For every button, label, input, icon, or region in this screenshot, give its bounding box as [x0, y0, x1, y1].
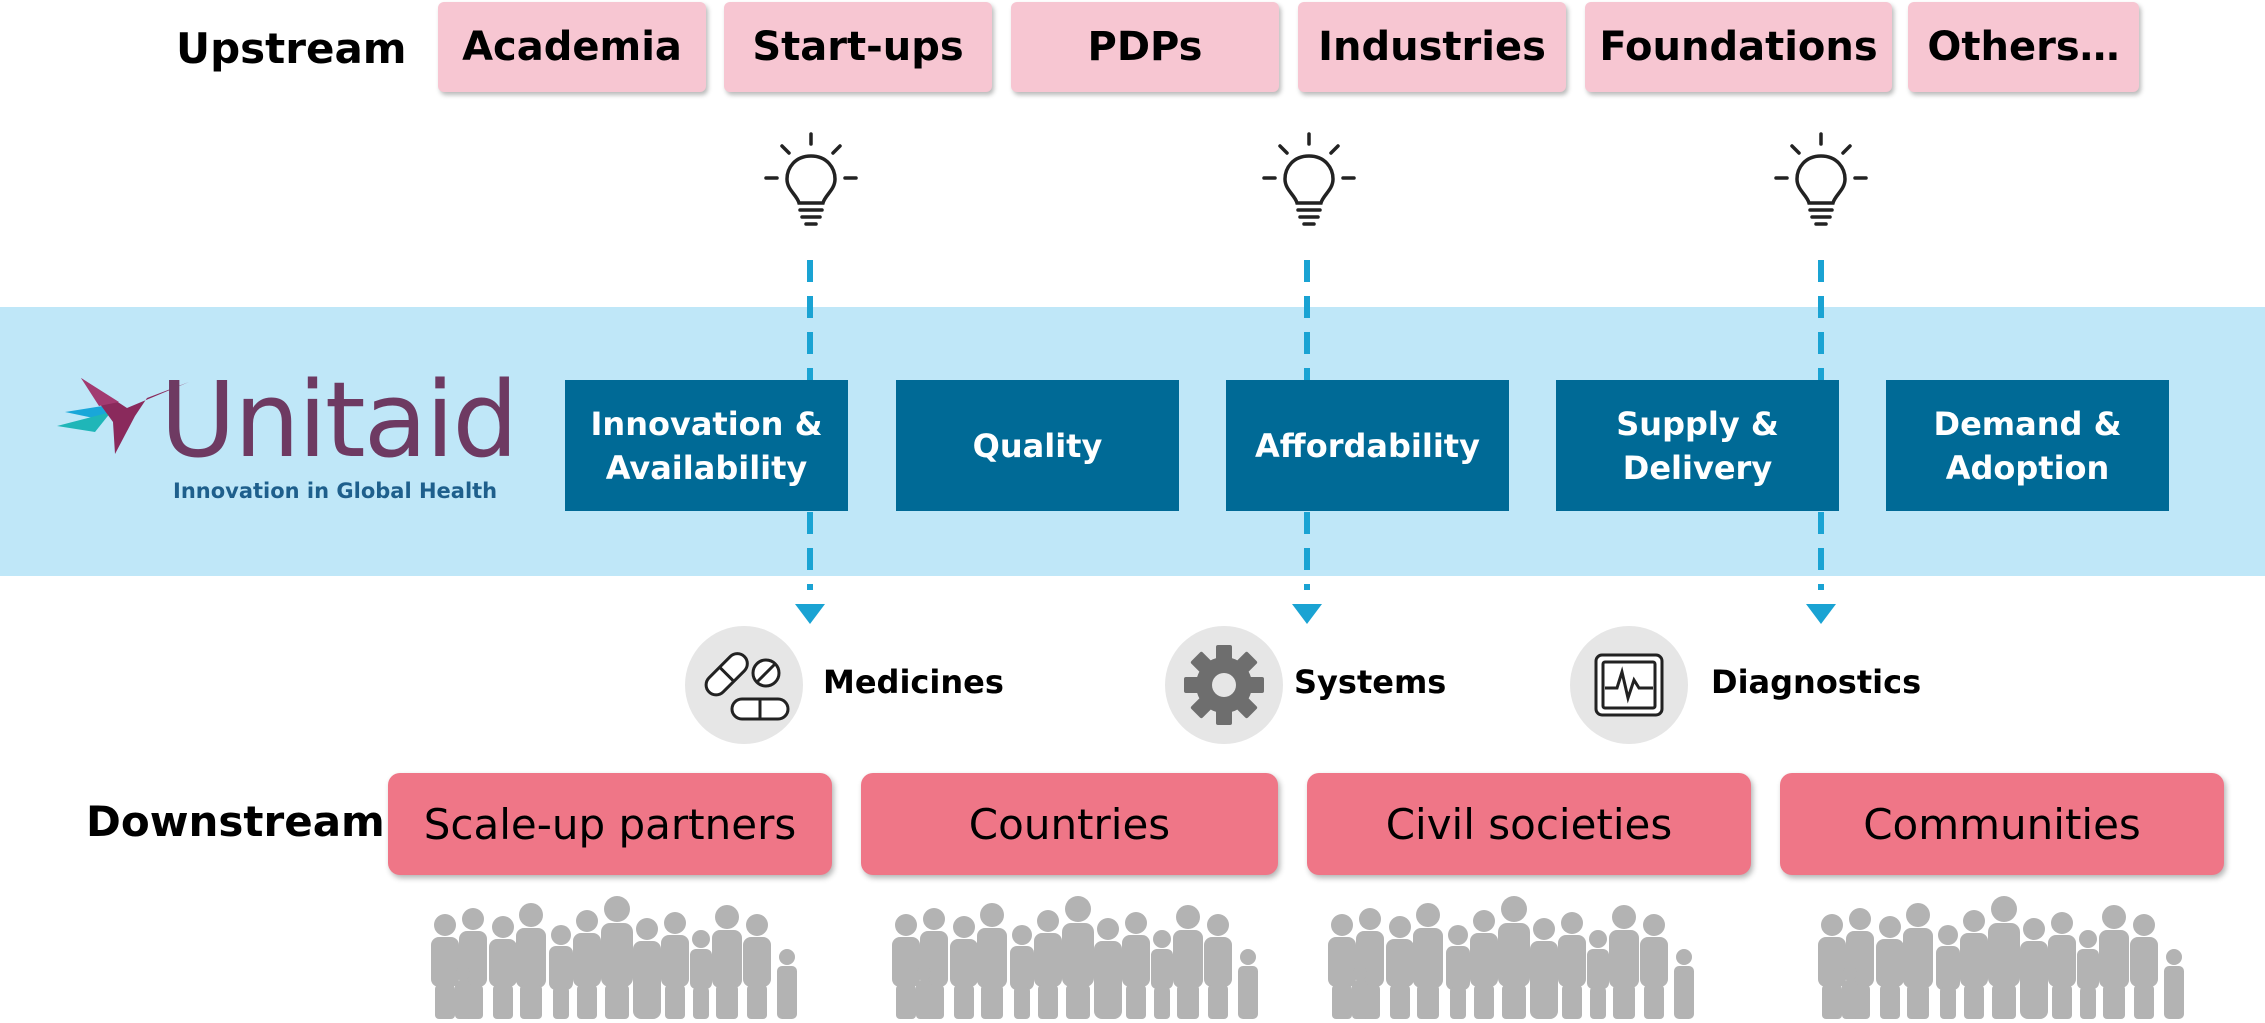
- output-label-medicines: Medicines: [823, 663, 1004, 701]
- downstream-countries: Countries: [861, 773, 1278, 875]
- logo-tagline: Innovation in Global Health: [173, 479, 498, 503]
- medicines-circle: [685, 626, 803, 744]
- output-label-diagnostics: Diagnostics: [1711, 663, 1922, 701]
- people-crowd-icon: [1328, 896, 1694, 1019]
- arrowhead-systems: [1292, 604, 1322, 624]
- systems-circle: [1165, 626, 1283, 744]
- logo-wordmark: Unitaid: [160, 359, 518, 481]
- upstream-start-ups: Start-ups: [724, 2, 992, 92]
- lightbulb-icon: [764, 132, 858, 226]
- downstream-civil-societies: Civil societies: [1307, 773, 1751, 875]
- downstream-scale-up-partners: Scale-up partners: [388, 773, 832, 875]
- bird-logo-icon: [57, 378, 189, 454]
- pillar-supply-delivery: Supply &Delivery: [1556, 380, 1839, 511]
- pillar-demand-adoption: Demand &Adoption: [1886, 380, 2169, 511]
- upstream-industries: Industries: [1298, 2, 1566, 92]
- pills-icon: [704, 652, 790, 721]
- people-crowd-icon: [892, 896, 1258, 1019]
- arrowhead-medicines: [795, 604, 825, 624]
- people-crowd-icon: [1818, 896, 2184, 1019]
- gear-icon: [1184, 645, 1264, 725]
- pillar-innovation-availability: Innovation &Availability: [565, 380, 848, 511]
- monitor-icon: [1594, 653, 1664, 717]
- upstream-academia: Academia: [438, 2, 706, 92]
- people-crowd-icon: [431, 896, 797, 1019]
- upstream-pdps: PDPs: [1011, 2, 1279, 92]
- upstream-others: Others…: [1908, 2, 2139, 92]
- lightbulb-icon: [1774, 132, 1868, 226]
- upstream-foundations: Foundations: [1585, 2, 1892, 92]
- pillar-affordability: Affordability: [1226, 380, 1509, 511]
- lightbulb-icon: [1262, 132, 1356, 226]
- diagnostics-circle: [1570, 626, 1688, 744]
- arrowhead-diagnostics: [1806, 604, 1836, 624]
- pillar-quality: Quality: [896, 380, 1179, 511]
- output-label-systems: Systems: [1294, 663, 1447, 701]
- downstream-communities: Communities: [1780, 773, 2224, 875]
- upstream-label: Upstream: [176, 24, 407, 73]
- downstream-label: Downstream: [86, 797, 385, 846]
